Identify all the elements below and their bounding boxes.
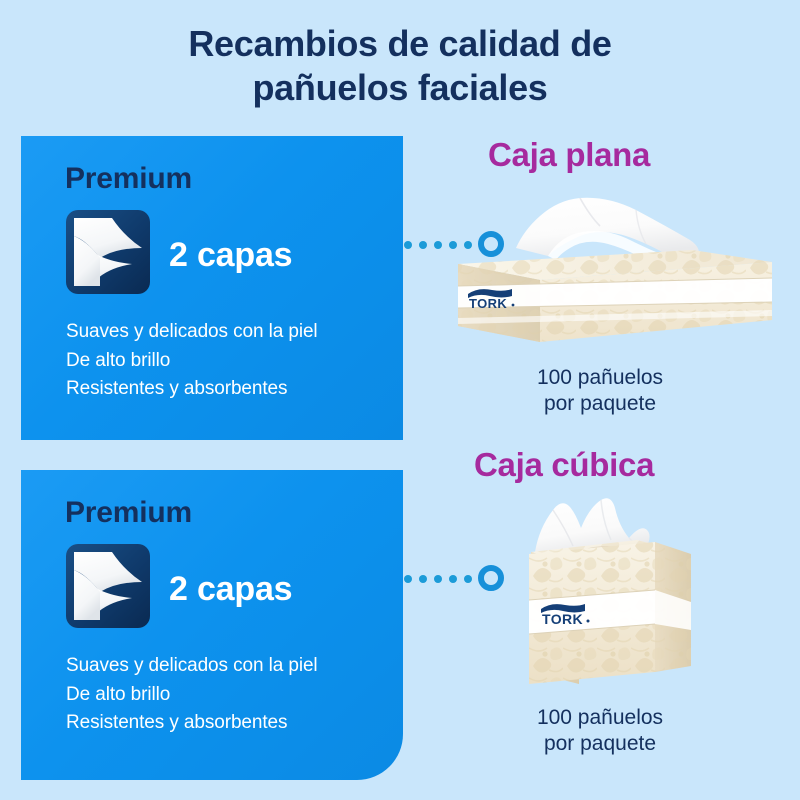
- plies-label: 2 capas: [169, 570, 293, 608]
- caption-line-1: 100 pañuelos: [536, 366, 664, 389]
- caption-line-1: 100 pañuelos: [536, 706, 664, 729]
- connector-dot: [404, 241, 412, 249]
- feature-panel-cube-box: Premium: [21, 470, 403, 780]
- connector-dot: [419, 575, 427, 583]
- connector-ring: [478, 565, 504, 591]
- plies-label: 2 capas: [169, 236, 293, 274]
- connector-dot: [434, 241, 442, 249]
- caption-line-2: por paquete: [543, 732, 657, 756]
- product-heading-flat-box: Caja plana: [488, 136, 651, 173]
- tork-cube-tissue-box: TORK: [495, 494, 745, 694]
- tork-logo: TORK: [468, 289, 515, 311]
- connector-dot: [449, 575, 457, 583]
- tork-flat-tissue-box: TORK: [440, 186, 790, 351]
- svg-text:TORK: TORK: [469, 296, 507, 311]
- page-title-line-2: pañuelos faciales: [252, 66, 548, 108]
- caption-line-2: por paquete: [543, 392, 657, 416]
- tork-logo: TORK: [541, 604, 590, 627]
- two-ply-layers-icon: [66, 210, 150, 294]
- feature-panel-flat-box: Premium: [21, 136, 403, 440]
- feature-bullet-list: Suaves y delicados con la piel De alto b…: [66, 318, 396, 404]
- connector-dot: [449, 241, 457, 249]
- list-item: De alto brillo: [66, 683, 171, 705]
- page-title: Recambios de calidad de pañuelos faciale…: [60, 22, 740, 110]
- connector-dot: [419, 241, 427, 249]
- list-item: Suaves y delicados con la piel: [66, 321, 318, 342]
- list-item: De alto brillo: [66, 349, 171, 371]
- product-caption-flat-box: 100 pañuelos por paquete: [470, 365, 730, 418]
- connector-line-flat-box: [404, 231, 514, 259]
- connector-dot: [464, 575, 472, 583]
- svg-text:TORK: TORK: [542, 611, 583, 627]
- product-heading-cube-box: Caja cúbica: [474, 446, 655, 483]
- product-caption-cube-box: 100 pañuelos por paquete: [470, 705, 730, 758]
- page-title-line-1: Recambios de calidad de: [188, 23, 612, 64]
- list-item: Resistentes y absorbentes: [66, 378, 288, 399]
- list-item: Resistentes y absorbentes: [66, 712, 288, 733]
- connector-line-cube-box: [404, 565, 514, 593]
- connector-ring: [478, 231, 504, 257]
- quality-label: Premium: [65, 162, 192, 195]
- two-ply-layers-icon: [66, 544, 150, 628]
- quality-label: Premium: [65, 496, 192, 529]
- feature-bullet-list: Suaves y delicados con la piel De alto b…: [66, 652, 396, 738]
- connector-dot: [434, 575, 442, 583]
- list-item: Suaves y delicados con la piel: [66, 655, 318, 676]
- connector-dot: [464, 241, 472, 249]
- connector-dot: [404, 575, 412, 583]
